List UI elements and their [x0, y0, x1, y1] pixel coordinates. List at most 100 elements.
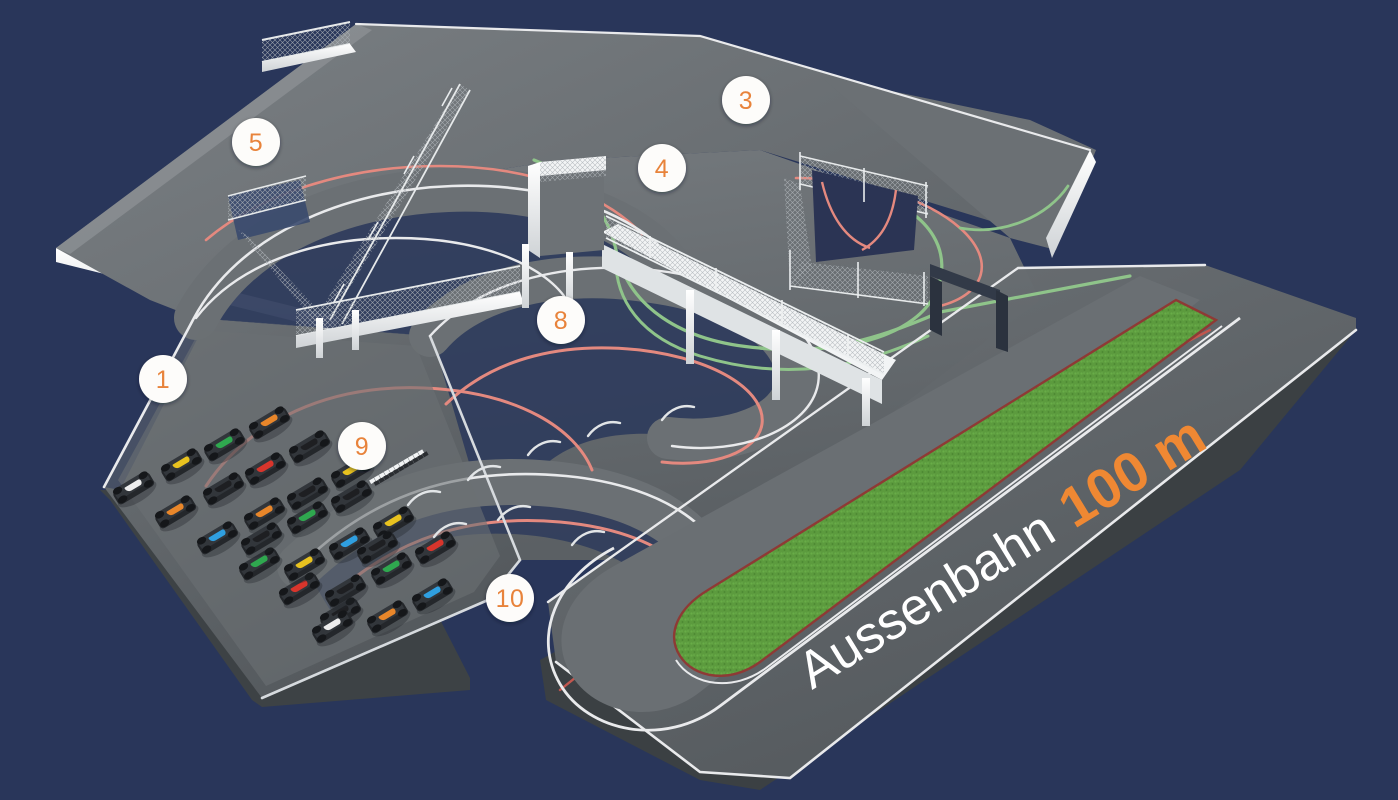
kart-wheel — [274, 505, 285, 514]
kart-wheel — [437, 578, 447, 587]
checker-square — [373, 475, 381, 482]
map-marker-1[interactable]: 1 — [139, 355, 187, 403]
kart — [366, 600, 411, 637]
safety-fences — [227, 21, 929, 358]
kart-wheel — [398, 506, 408, 515]
marker-number: 8 — [554, 307, 568, 335]
checker-square — [398, 460, 405, 467]
fence-diagonal-upper-rails — [329, 83, 471, 325]
kart-wheel — [350, 605, 361, 614]
kart-seat — [295, 556, 313, 569]
shadow-centre-loop — [432, 276, 807, 500]
fence-pocket-left-rails — [227, 175, 307, 221]
kart-wheel — [279, 414, 290, 423]
kart-wheel — [154, 510, 165, 519]
kart-wheel — [361, 488, 372, 497]
kart-wheel — [317, 634, 327, 643]
map-marker-5[interactable]: 5 — [232, 118, 280, 166]
steel-beam-post-2 — [996, 290, 1008, 352]
kart-wheel — [202, 545, 212, 554]
marker-circle[interactable] — [722, 76, 770, 124]
kart-wheel — [350, 574, 360, 583]
kart-wheel — [269, 555, 280, 564]
kart-seat — [260, 414, 278, 427]
kart-seat — [214, 480, 232, 493]
kart-wheel — [342, 618, 353, 627]
kart-wheel — [420, 555, 430, 564]
marker-circle[interactable] — [232, 118, 280, 166]
kart-wheel — [312, 501, 322, 510]
kart — [370, 552, 415, 589]
kart-wheel — [356, 546, 367, 555]
kart — [160, 448, 205, 485]
kart-wheel — [317, 485, 328, 494]
kart-wheel — [160, 519, 170, 528]
checker-square — [407, 459, 415, 466]
kart — [112, 471, 157, 508]
checker-square — [383, 474, 390, 481]
ramp-pier — [522, 244, 529, 308]
kart-wheel — [314, 430, 324, 439]
kart-seat — [300, 438, 318, 451]
fence-pit-left — [784, 178, 812, 286]
checker-square — [369, 477, 376, 485]
checker-square — [378, 476, 385, 484]
fence-post — [367, 221, 379, 241]
checker-square — [417, 454, 424, 461]
marker-circle[interactable] — [638, 144, 686, 192]
kart-seat — [252, 530, 270, 543]
marker-circle[interactable] — [139, 355, 187, 403]
kart — [196, 521, 241, 558]
kart-seat — [166, 503, 184, 516]
checker-square — [373, 479, 381, 486]
fence-post — [333, 283, 345, 303]
map-marker-10[interactable]: 10 — [486, 574, 534, 622]
kart-wheel — [270, 452, 280, 461]
checker-square — [417, 449, 425, 456]
kart-wheel — [317, 509, 328, 518]
kart-seat — [368, 539, 386, 552]
map-marker-9[interactable]: 9 — [338, 422, 386, 470]
map-marker-4[interactable]: 4 — [638, 144, 686, 192]
kart-wheel — [362, 555, 372, 564]
marker-circle[interactable] — [486, 574, 534, 622]
map-marker-8[interactable]: 8 — [537, 296, 585, 344]
kart-wheel — [330, 495, 341, 504]
kart — [286, 477, 331, 514]
kart-wheel — [234, 436, 245, 445]
chevron-3 — [526, 440, 562, 457]
marker-circle[interactable] — [537, 296, 585, 344]
kart-wheel — [240, 537, 251, 546]
support-column — [316, 318, 323, 358]
kart-wheel — [244, 571, 254, 580]
kart — [248, 406, 293, 443]
marker-circle[interactable] — [338, 422, 386, 470]
kart — [311, 610, 356, 647]
kart-wheel — [314, 556, 325, 565]
kart-wheel — [401, 560, 412, 569]
checker-square — [378, 472, 386, 479]
edge-white-outer-top — [546, 263, 1207, 604]
map-marker-3[interactable]: 3 — [722, 76, 770, 124]
kart-wheel — [440, 531, 450, 540]
kart-wheel — [292, 525, 302, 534]
checker-square — [388, 471, 395, 478]
kart-seat — [384, 514, 402, 527]
checker-square — [422, 451, 429, 458]
kart-seat — [342, 488, 360, 501]
ramp-deck-side — [528, 162, 540, 258]
ramp-fence — [540, 156, 606, 182]
outer-loop-edge-white — [546, 316, 1241, 732]
kart-seat — [255, 505, 273, 518]
kart-wheel — [370, 567, 381, 576]
bridge-pier — [686, 290, 694, 364]
edge-white-outer-bottom — [554, 328, 1358, 780]
checker-square — [402, 462, 410, 469]
marker-number: 10 — [496, 585, 525, 613]
chevron-4 — [586, 421, 622, 438]
grass-island — [674, 300, 1216, 676]
fence-post — [441, 87, 453, 107]
kart-seat — [215, 436, 233, 449]
